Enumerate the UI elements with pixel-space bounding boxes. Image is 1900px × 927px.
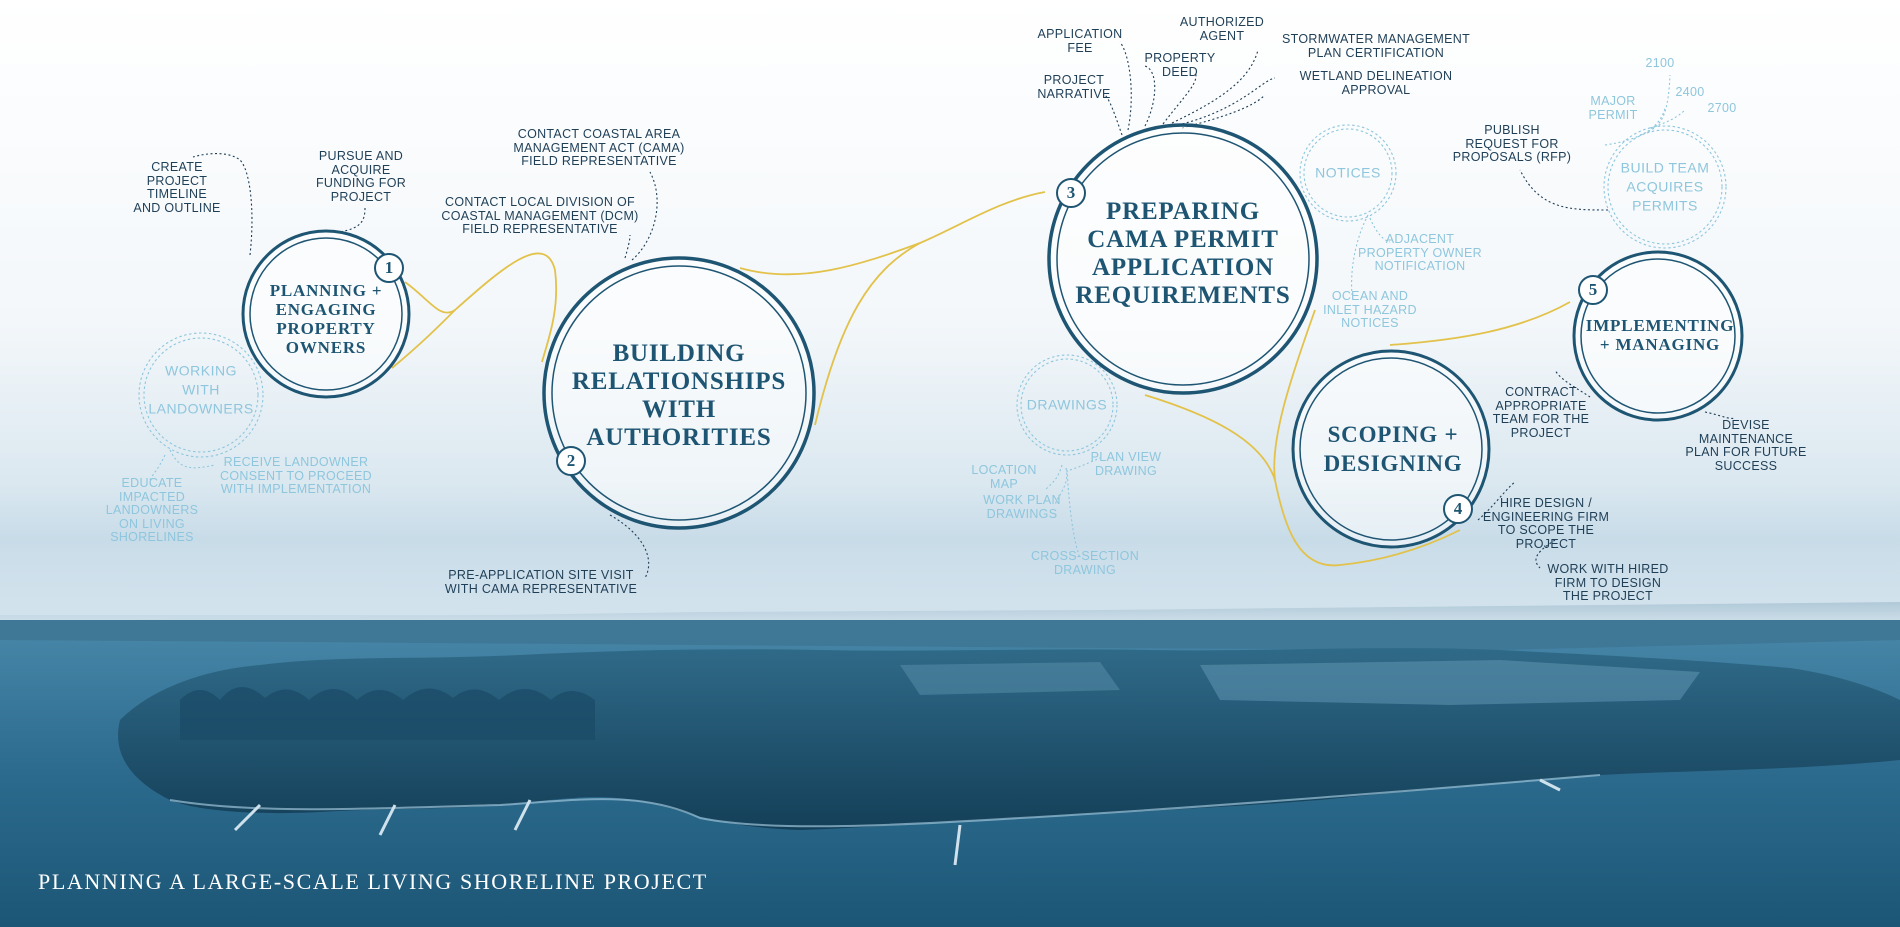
stage-circle-4 [1291,349,1491,549]
stage-1-badge: 1 [374,253,404,283]
label-ocean-inlet: OCEAN AND INLET HAZARD NOTICES [1323,289,1417,330]
label-devise-plan: DEVISE MAINTENANCE PLAN FOR FUTURE SUCCE… [1685,418,1807,473]
stage-3-badge: 3 [1056,178,1086,208]
label-work-with-firm: WORK WITH HIRED FIRM TO DESIGN THE PROJE… [1547,562,1669,603]
label-hire-firm: HIRE DESIGN / ENGINEERING FIRM TO SCOPE … [1482,496,1610,551]
connector-2-3-b [814,242,921,426]
label-project-narrative: PROJECT NARRATIVE [1037,73,1111,101]
stage-3-title: PREPARING CAMA PERMIT APPLICATION REQUIR… [1075,198,1291,309]
label-authorized-agent: AUTHORIZED AGENT [1179,15,1265,43]
connector-3-4-b [1273,309,1316,481]
stage-2-badge: 2 [556,446,586,476]
fields-2 [900,662,1120,695]
working-with-landowners-title: WORKING WITH LANDOWNERS [148,362,254,417]
stage-circles [241,123,1744,549]
connector-1-2-b [391,309,456,369]
label-wetland: WETLAND DELINEATION APPROVAL [1299,69,1453,97]
label-pursue-funding: PURSUE AND ACQUIRE FUNDING FOR PROJECT [315,149,407,204]
stage-4-badge: 4 [1443,494,1473,524]
stage-4-title: SCOPING + DESIGNING [1323,422,1463,476]
label-contract-team: CONTRACT APPROPRIATE TEAM FOR THE PROJEC… [1492,385,1590,440]
build-team-title: BUILD TEAM ACQUIRES PERMITS [1620,159,1710,214]
label-contact-dcm: CONTACT LOCAL DIVISION OF COASTAL MANAGE… [441,195,639,236]
label-work-plan: WORK PLAN DRAWINGS [983,493,1061,521]
notices-title: NOTICES [1315,164,1381,181]
label-stormwater: STORMWATER MANAGEMENT PLAN CERTIFICATION [1281,32,1471,60]
callout-lines-light [149,74,1686,559]
shoreline-edge [169,774,1601,828]
label-adjacent-owner: ADJACENT PROPERTY OWNER NOTIFICATION [1358,232,1482,273]
label-pre-application: PRE-APPLICATION SITE VISIT WITH CAMA REP… [444,568,638,596]
label-educate-landowners: EDUCATE IMPACTED LANDOWNERS ON LIVING SH… [105,476,199,544]
fields [1200,660,1700,705]
stage-circle-1 [241,229,411,399]
label-plan-view: PLAN VIEW DRAWING [1090,450,1162,478]
diagram-title: PLANNING A LARGE-SCALE LIVING SHORELINE … [38,869,708,894]
stage-circle-3 [1047,123,1319,395]
connector-1-2 [404,252,558,363]
tree-texture [180,686,595,740]
stage-5-badge: 5 [1578,275,1608,305]
docks [233,778,1561,866]
horizon-mist [0,540,1900,620]
label-2700: 2700 [1707,101,1737,115]
stage-2-title: BUILDING RELATIONSHIPS WITH AUTHORITIES [571,340,787,451]
stage-circle-2 [542,256,816,530]
label-major-permit: MAJOR PERMIT [1588,94,1638,122]
callout-lines [192,41,1736,579]
label-create-timeline: CREATE PROJECT TIMELINE AND OUTLINE [133,160,221,215]
label-location-map: LOCATION MAP [971,463,1037,491]
label-publish-rfp: PUBLISH REQUEST FOR PROPOSALS (RFP) [1452,123,1572,164]
label-contact-cama: CONTACT COASTAL AREA MANAGEMENT ACT (CAM… [513,127,685,168]
label-cross-section: CROSS-SECTION DRAWING [1030,549,1140,577]
label-receive-consent: RECEIVE LANDOWNER CONSENT TO PROCEED WIT… [220,455,372,496]
drawings-title: DRAWINGS [1026,396,1108,413]
label-2400: 2400 [1675,85,1705,99]
label-2100: 2100 [1645,56,1675,70]
label-property-deed: PROPERTY DEED [1144,51,1216,79]
stage-circle-5 [1572,250,1744,422]
gold-connectors [391,191,1571,567]
connector-3-4 [1144,394,1461,567]
connector-4-5 [1389,301,1571,346]
ghost-circles [138,124,1727,458]
label-application-fee: APPLICATION FEE [1037,27,1123,55]
stage-1-title: PLANNING + ENGAGING PROPERTY OWNERS [269,281,383,357]
stage-5-title: IMPLEMENTING + MANAGING [1585,316,1735,354]
